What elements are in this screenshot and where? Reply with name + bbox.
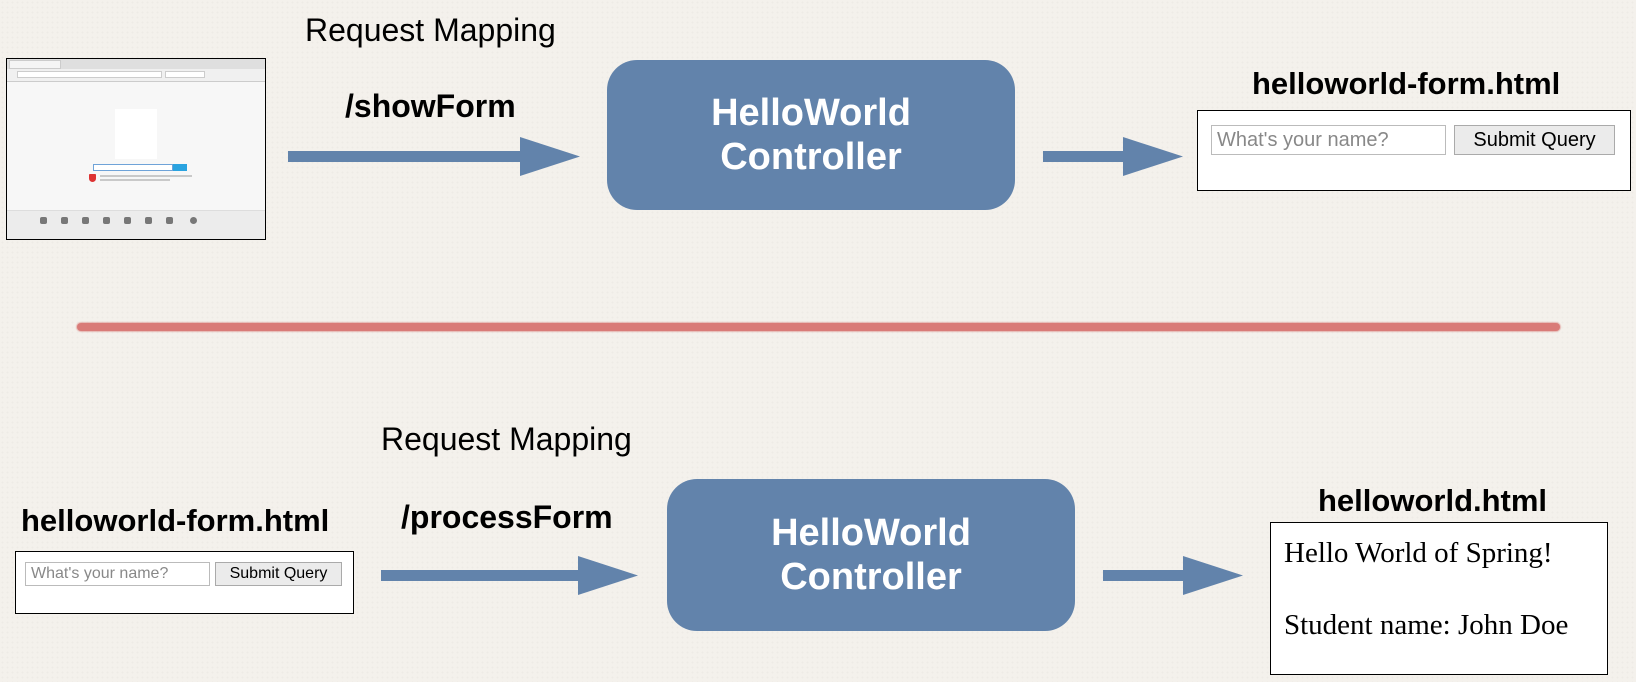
browser-text-line — [100, 175, 192, 177]
sync-icon — [124, 217, 131, 224]
request-mapping-label: Request Mapping — [381, 421, 632, 457]
arrow-to-controller — [288, 137, 580, 176]
arrow-to-controller — [381, 556, 638, 595]
addons-icon — [103, 217, 110, 224]
browser-thumbnail — [6, 58, 266, 240]
options-icon — [145, 217, 152, 224]
controller-subtitle: Controller — [720, 136, 902, 178]
form-preview: What's your name? Submit Query — [1197, 110, 1631, 191]
submit-button[interactable]: Submit Query — [1454, 125, 1615, 155]
controller-subtitle: Controller — [780, 556, 962, 598]
browser-url-bar — [17, 71, 162, 78]
result-page-preview: Hello World of Spring! Student name: Joh… — [1270, 522, 1608, 675]
form-preview: What's your name? Submit Query — [15, 551, 354, 614]
browser-text-line — [100, 179, 170, 181]
section-divider — [77, 323, 1560, 331]
controller-title: HelloWorld — [771, 512, 971, 554]
browser-search-bar — [165, 71, 205, 78]
submit-button[interactable]: Submit Query — [215, 562, 342, 586]
view-file-label: helloworld-form.html — [1252, 66, 1561, 101]
browser-tab — [9, 60, 61, 69]
view-file-label: helloworld.html — [1318, 483, 1548, 518]
shield-icon — [89, 174, 96, 182]
browser-search-button — [173, 164, 187, 171]
helloworld-controller: HelloWorld Controller — [667, 479, 1075, 631]
helloworld-controller: HelloWorld Controller — [607, 60, 1015, 210]
form-file-label: helloworld-form.html — [21, 503, 330, 538]
bookmark-icon — [61, 217, 68, 224]
browser-title-bar — [7, 59, 265, 69]
name-input[interactable]: What's your name? — [25, 562, 210, 586]
history-icon — [82, 217, 89, 224]
browser-search-box — [93, 164, 173, 171]
controller-title: HelloWorld — [711, 92, 911, 134]
student-name-text: Student name: John Doe — [1284, 609, 1569, 641]
greeting-text: Hello World of Spring! — [1284, 537, 1553, 569]
path-label-showform: /showForm — [345, 88, 516, 124]
browser-toolbar — [7, 69, 265, 82]
settings-icon — [166, 217, 173, 224]
arrow-to-view — [1043, 137, 1183, 176]
browser-bottom-bar — [7, 210, 265, 239]
firefox-icon — [190, 217, 197, 224]
download-icon — [40, 217, 47, 224]
arrow-to-view — [1103, 556, 1243, 595]
request-mapping-label: Request Mapping — [305, 12, 556, 48]
browser-page-placeholder — [115, 109, 157, 159]
name-input[interactable]: What's your name? — [1211, 125, 1446, 155]
path-label-processform: /processForm — [401, 499, 613, 535]
